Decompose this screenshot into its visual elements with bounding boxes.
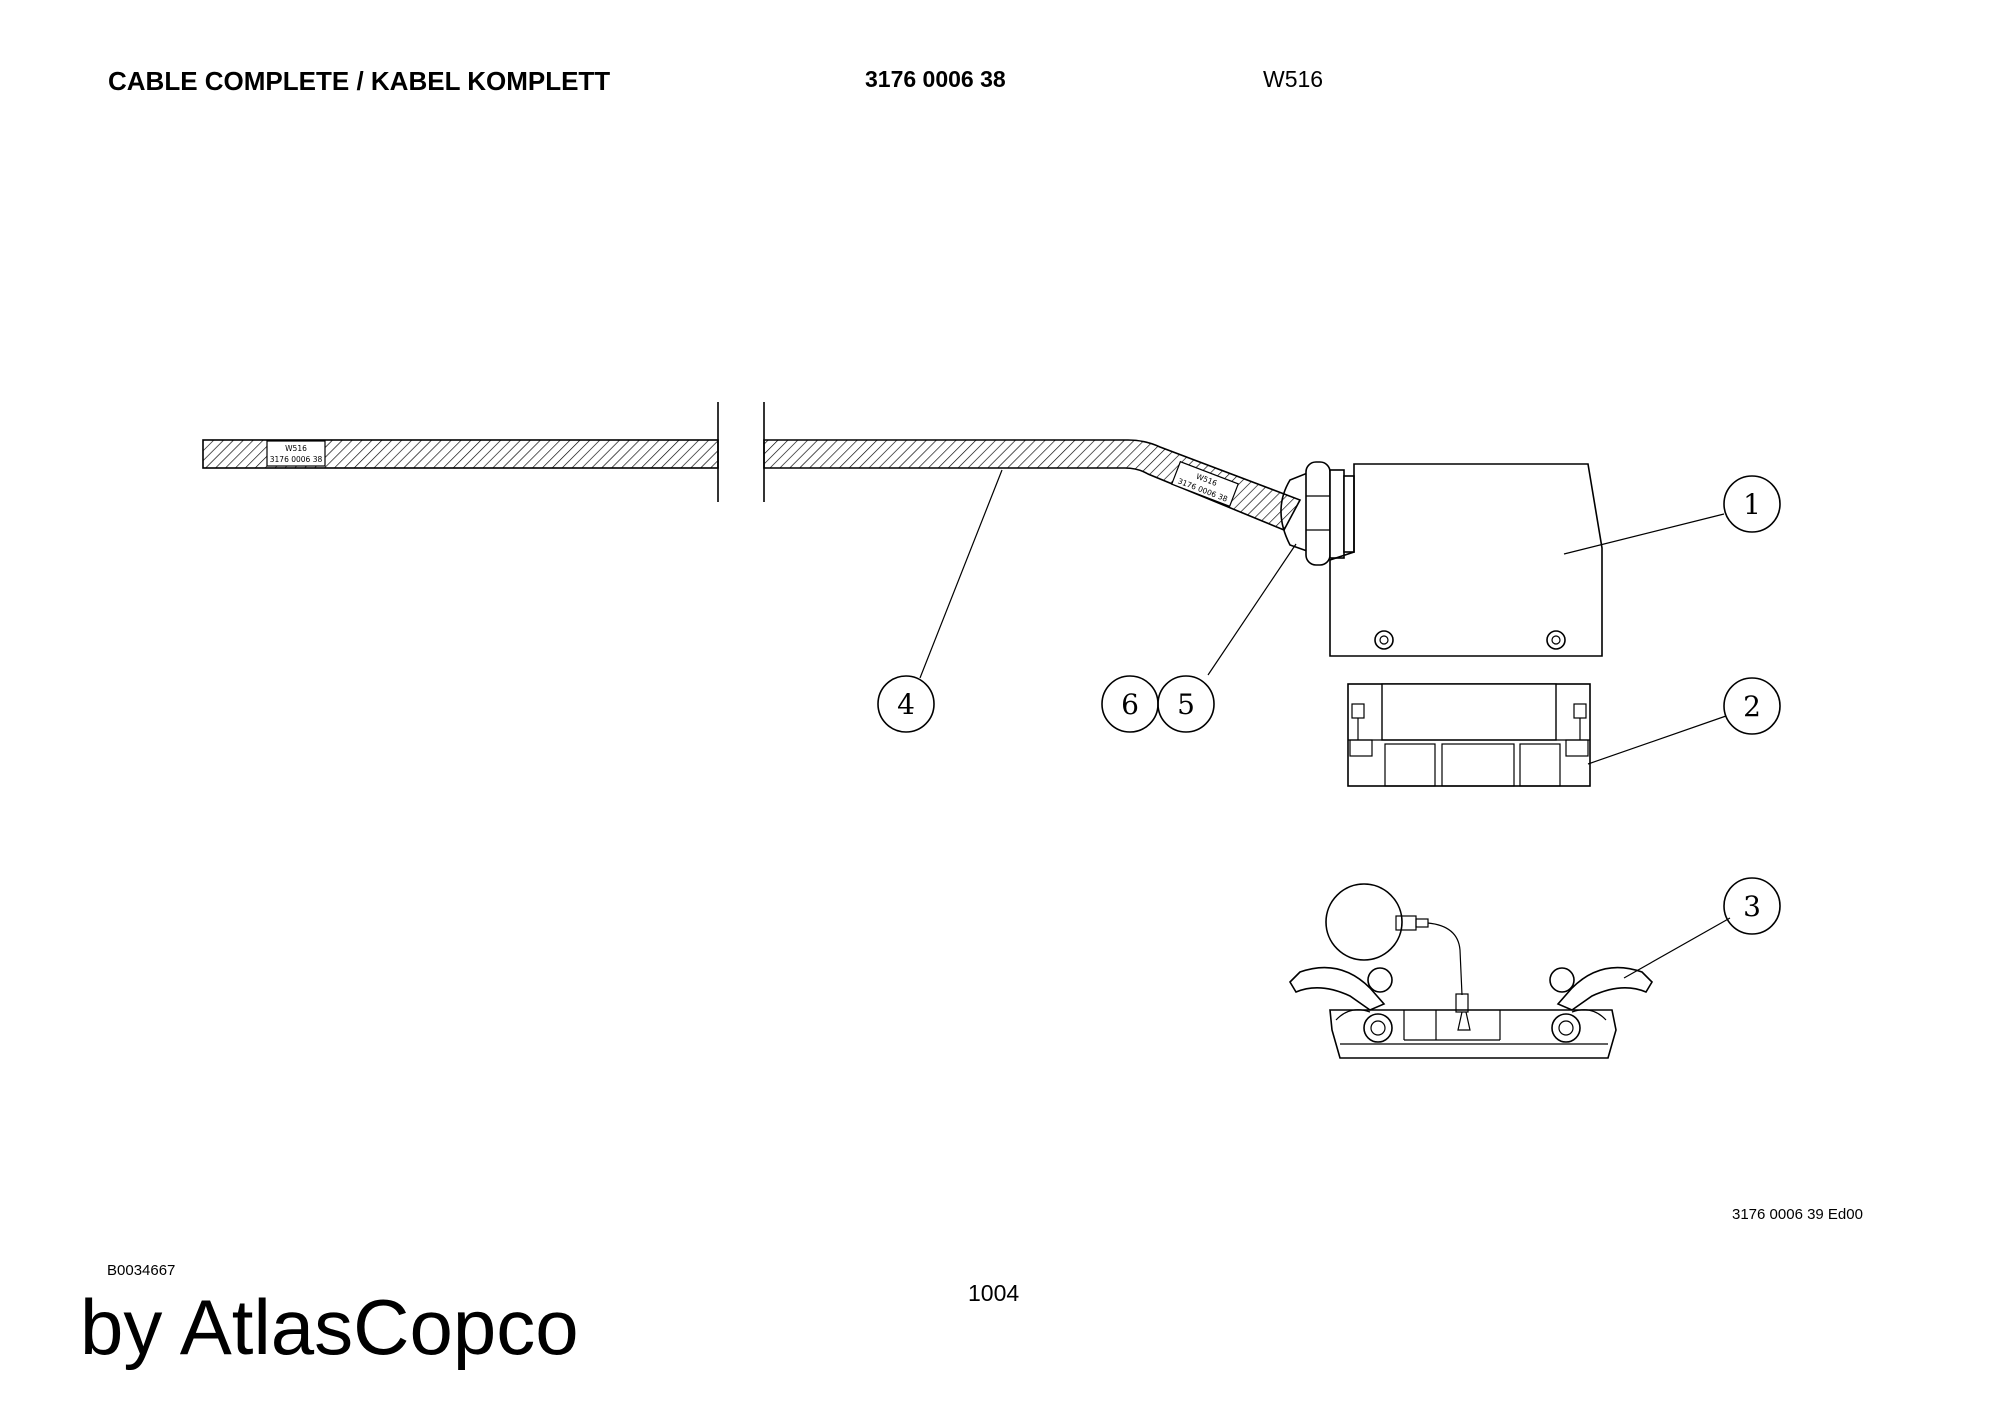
brand-wordmark: by AtlasCopco bbox=[80, 1283, 579, 1371]
part-number: 3176 0006 38 bbox=[865, 66, 1006, 92]
svg-text:3: 3 bbox=[1743, 890, 1761, 923]
cable-marker-label: W516 3176 0006 38 bbox=[266, 440, 326, 467]
svg-text:3176 0006 38: 3176 0006 38 bbox=[270, 455, 323, 464]
leader-lines bbox=[919, 469, 1731, 979]
callout-2: 2 bbox=[1723, 677, 1781, 735]
svg-text:6: 6 bbox=[1121, 688, 1139, 721]
cable bbox=[202, 402, 1302, 532]
cable-code: W516 bbox=[1263, 66, 1324, 92]
callout-3: 3 bbox=[1723, 877, 1781, 935]
document-number: B0034667 bbox=[107, 1262, 176, 1279]
callout-6: 6 bbox=[1101, 675, 1159, 733]
svg-text:5: 5 bbox=[1177, 688, 1195, 721]
cable-gland bbox=[1280, 461, 1355, 566]
svg-text:4: 4 bbox=[897, 688, 915, 721]
drawing-reference: 3176 0006 39 Ed00 bbox=[1732, 1206, 1863, 1223]
page-title: CABLE COMPLETE / KABEL KOMPLETT bbox=[108, 66, 611, 96]
svg-text:1: 1 bbox=[1743, 488, 1761, 521]
callout-5: 5 bbox=[1157, 675, 1215, 733]
svg-text:W516: W516 bbox=[285, 444, 307, 453]
connector-base-with-cover bbox=[1288, 883, 1654, 1059]
callout-4: 4 bbox=[877, 675, 935, 733]
connector-hood bbox=[1329, 463, 1603, 657]
connector-insert bbox=[1347, 683, 1591, 787]
page-number: 1004 bbox=[968, 1280, 1020, 1306]
svg-text:2: 2 bbox=[1743, 690, 1761, 723]
callout-1: 1 bbox=[1723, 475, 1781, 533]
